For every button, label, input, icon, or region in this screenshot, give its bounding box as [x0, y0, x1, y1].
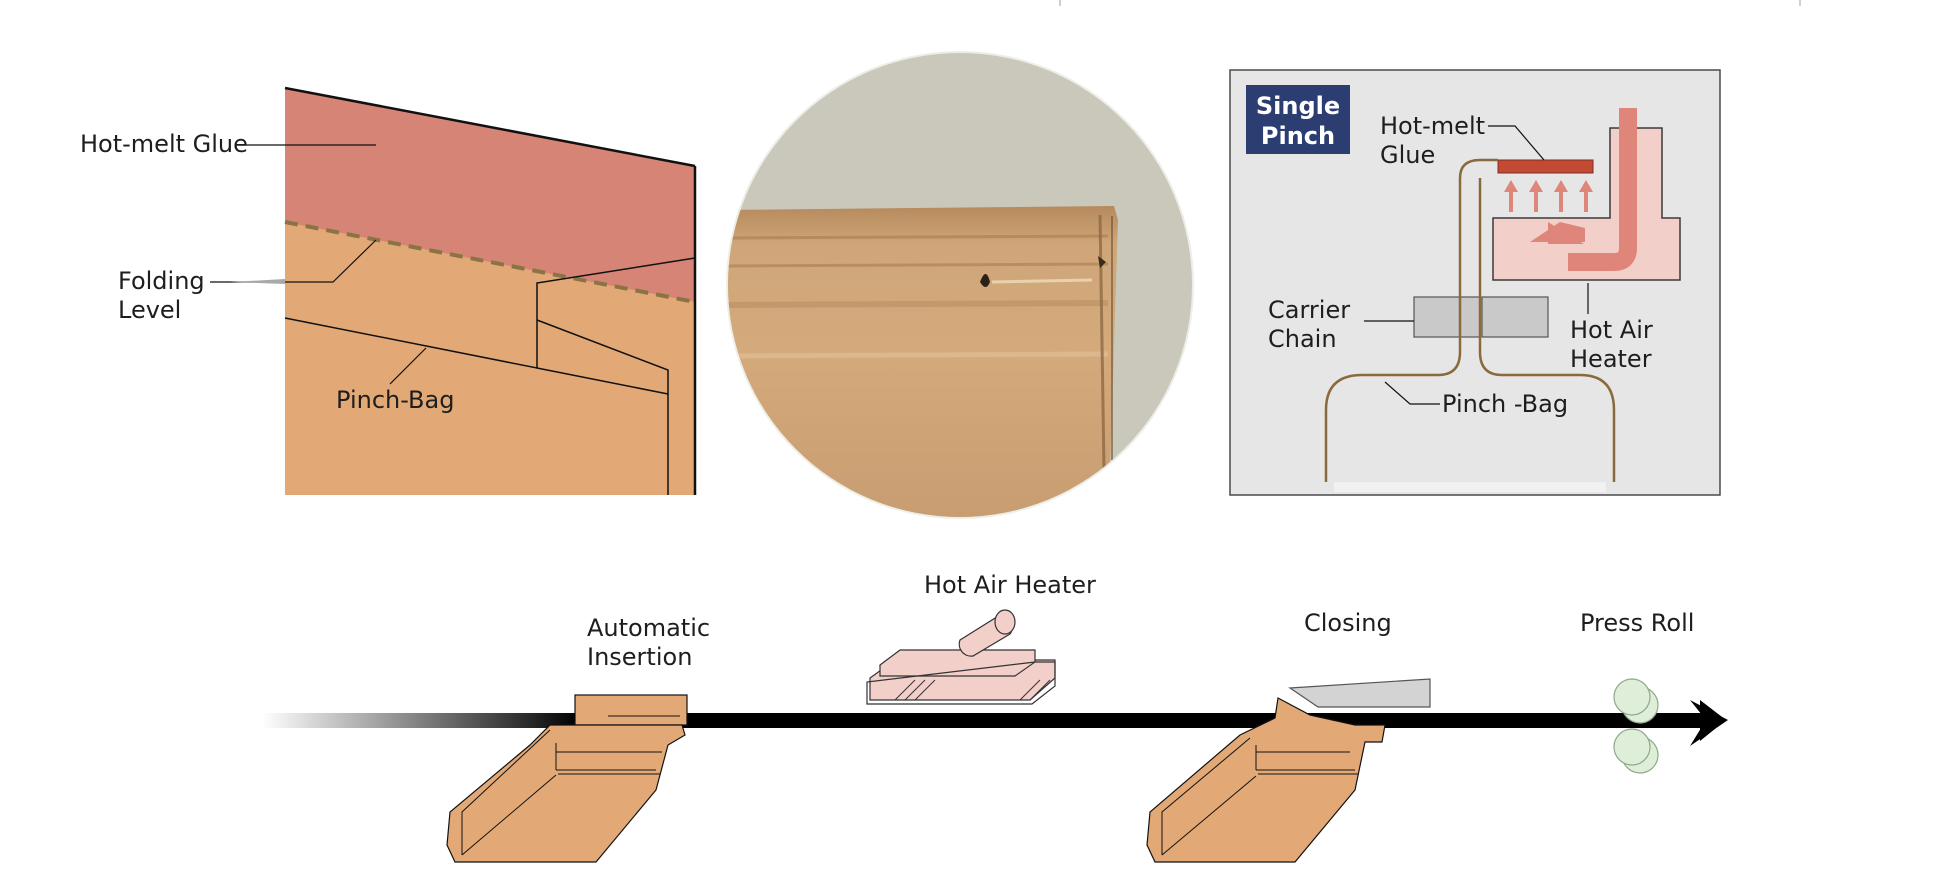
carrier-chain-block-right	[1481, 296, 1549, 338]
label-step-hot-air-heater: Hot Air Heater	[924, 571, 1096, 599]
leader-line	[1384, 381, 1440, 405]
pinch-fold-line	[284, 257, 696, 369]
single-pinch-badge	[1246, 85, 1350, 154]
label-automatic: Automatic	[587, 614, 710, 642]
bag-bottom-fade	[1334, 482, 1606, 492]
pinch-flap-line	[536, 319, 669, 495]
leader-line	[389, 347, 427, 385]
fold-diagram: Hot-melt Glue Folding Level Pinch-Bag	[80, 86, 697, 495]
paper-sheet	[728, 206, 1118, 517]
process-line: Automatic Insertion Hot Air Heater Closi…	[262, 571, 1728, 863]
closing-plate	[1288, 678, 1431, 708]
pinch-bag-outline	[1324, 158, 1498, 482]
label-carrier: Carrier	[1268, 296, 1350, 324]
conveyor-belt	[262, 713, 1707, 728]
leader-line	[1488, 125, 1545, 161]
carrier-chain-block-left	[1413, 296, 1481, 338]
bag-top-edge	[284, 86, 696, 168]
label-hot-air: Hot Air	[1570, 316, 1653, 344]
label-closing: Closing	[1304, 609, 1392, 637]
pinch-bag-outline	[1478, 178, 1616, 482]
label-heater: Heater	[1570, 345, 1652, 373]
label-glue: Glue	[1380, 141, 1435, 169]
conveyor-arrow-head	[1690, 700, 1728, 746]
leader-arrow-shadow	[230, 279, 285, 284]
label-level: Level	[118, 296, 181, 324]
label-folding: Folding	[118, 267, 205, 295]
label-press-roll: Press Roll	[1580, 609, 1694, 637]
closeup-photo	[726, 51, 1194, 519]
hot-air-heater-unit	[866, 609, 1056, 705]
pinch-flap-line	[536, 367, 669, 395]
label-pinch-bag-panel: Pinch -Bag	[1442, 390, 1568, 418]
bag-insertion	[446, 694, 688, 863]
label-insertion: Insertion	[587, 643, 692, 671]
label-hot-melt-glue: Hot-melt Glue	[80, 130, 248, 158]
folding-level-line	[284, 220, 696, 304]
hot-air-arrows	[1504, 180, 1593, 212]
label-chain: Chain	[1268, 325, 1337, 353]
label-pinch-bag: Pinch-Bag	[336, 386, 454, 414]
bag-closing	[1146, 697, 1386, 863]
badge-line-single: Single	[1256, 92, 1340, 120]
press-roll	[1613, 678, 1659, 774]
badge-line-pinch: Pinch	[1261, 122, 1335, 150]
heater-diagram: Single Pinch Hot-melt Glue Carrier C	[1229, 69, 1721, 496]
glue-layer	[285, 88, 695, 302]
glue-strip	[1497, 159, 1594, 174]
paper-tear	[980, 274, 990, 287]
hot-air-duct	[1568, 108, 1637, 271]
label-hot-melt: Hot-melt	[1380, 112, 1485, 140]
